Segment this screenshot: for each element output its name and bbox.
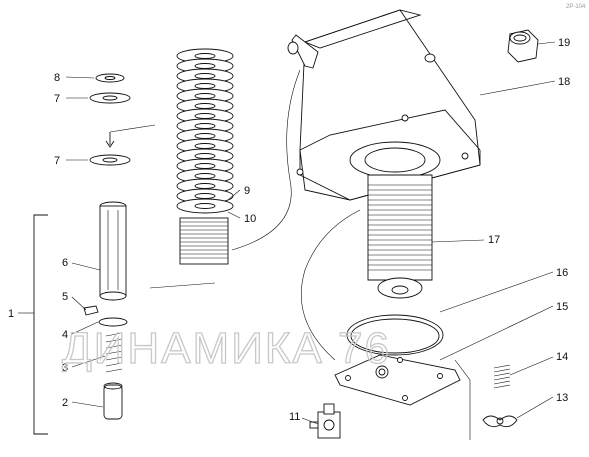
callout-11: 11: [289, 411, 300, 423]
part-3-spring: [105, 332, 123, 373]
part-17-bellows: [349, 141, 441, 299]
callout-15: 15: [556, 301, 568, 313]
part-16-ring: [346, 314, 444, 356]
part-5-clip: [83, 305, 99, 316]
callout-14: 14: [556, 351, 568, 363]
callout-4: 4: [62, 329, 68, 341]
part-6-cartridge: [99, 201, 127, 301]
leader-washers: [109, 124, 156, 133]
callout-7-upper: 7: [54, 93, 60, 105]
callout-13: 13: [556, 392, 568, 404]
callout-2: 2: [62, 397, 68, 409]
part-15-plate: [334, 354, 461, 406]
connection-lines: [149, 69, 471, 440]
part-19-plug: [507, 29, 539, 63]
callout-5: 5: [62, 291, 68, 303]
callout-1: 1: [8, 308, 14, 320]
part-7-washer-upper: [89, 92, 131, 104]
watermark: ДИНАМИКА 76: [62, 324, 391, 373]
part-4-seal: [98, 317, 128, 327]
callout-17: 17: [488, 234, 500, 246]
corner-code: 2P-104: [566, 4, 586, 10]
part-8-washer: [95, 73, 125, 83]
part-11-valve: [309, 403, 341, 439]
callout-9: 9: [244, 185, 250, 197]
arrow-head: [105, 140, 115, 148]
part-7-washer-lower: [89, 154, 131, 166]
callout-labels: 8 7 7 6 5 4 3 2 1 9 10 11 13 14 15 16 17…: [8, 37, 570, 423]
part-14-spring: [493, 364, 511, 389]
group-1-bracket: [33, 214, 48, 435]
part-2-plunger: [103, 382, 123, 420]
callout-8: 8: [54, 72, 60, 84]
filter-stack: [176, 48, 234, 265]
leader-lines: [18, 41, 556, 425]
callout-7-lower: 7: [54, 155, 60, 167]
callout-18: 18: [558, 76, 570, 88]
callout-3: 3: [62, 362, 68, 374]
part-13-wingnut: [482, 415, 518, 428]
callout-6: 6: [62, 257, 68, 269]
callout-16: 16: [556, 267, 568, 279]
callout-10: 10: [244, 213, 256, 225]
callout-19: 19: [558, 37, 570, 49]
